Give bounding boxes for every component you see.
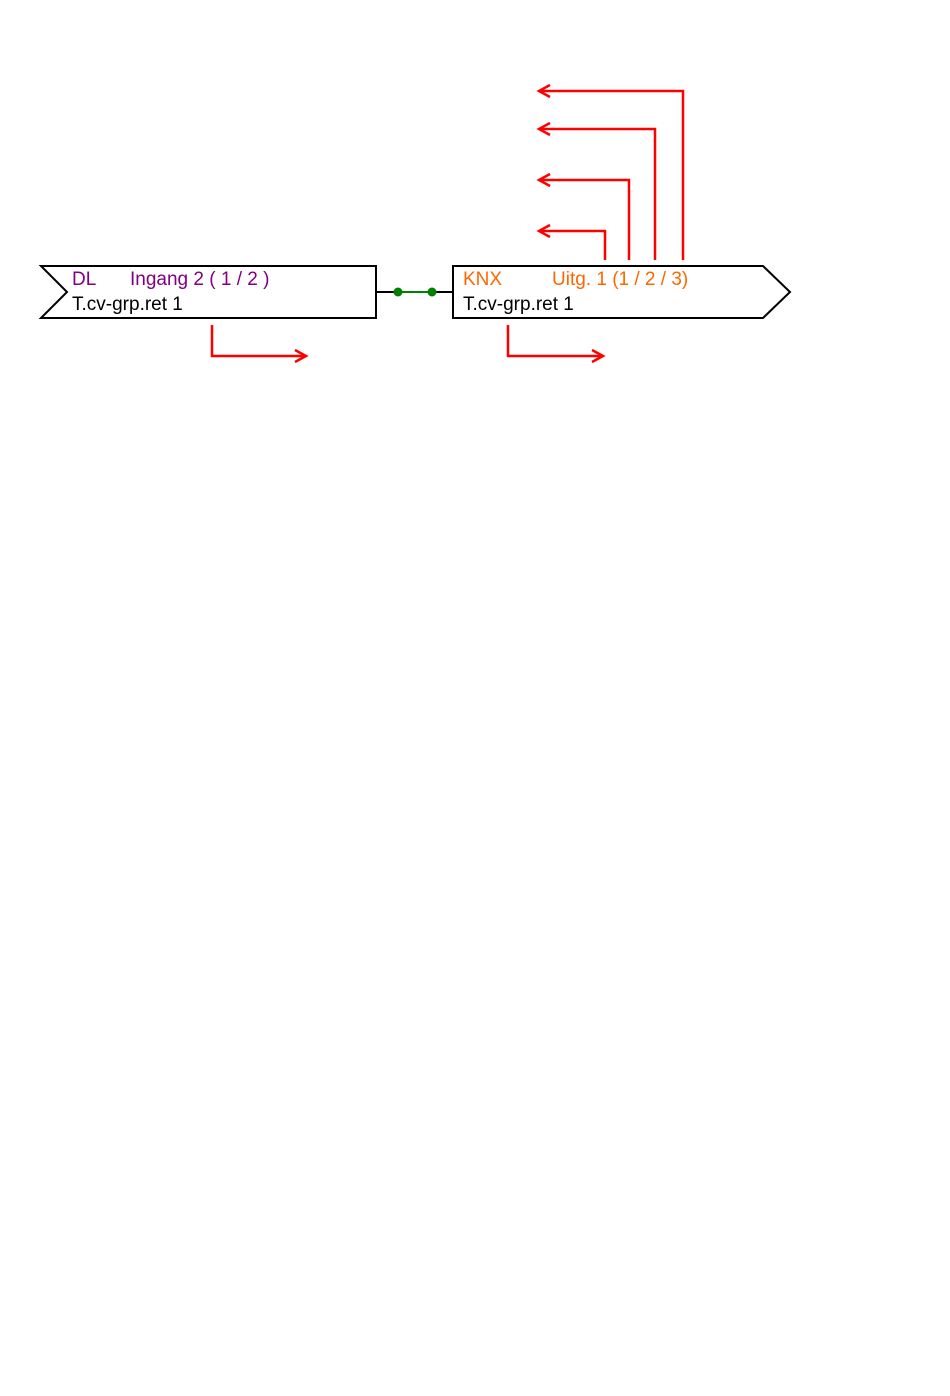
output-reference-arrow-2[interactable] bbox=[536, 172, 631, 260]
output-block-shape bbox=[452, 265, 792, 319]
output-block-reference-arrow[interactable] bbox=[506, 325, 606, 364]
arrow-line bbox=[539, 178, 631, 260]
arrowhead-icon bbox=[536, 172, 551, 188]
input-block-reference-arrow[interactable] bbox=[210, 325, 309, 364]
output-reference-arrow-1[interactable] bbox=[536, 223, 607, 260]
output-block-name: T.cv-grp.ret 1 bbox=[463, 294, 574, 315]
arrow-line bbox=[210, 325, 306, 358]
arrow-line bbox=[539, 127, 657, 260]
output-block[interactable]: KNX Uitg. 1 (1 / 2 / 3) T.cv-grp.ret 1 bbox=[452, 265, 792, 319]
arrowhead-icon bbox=[536, 223, 551, 239]
arrowhead-icon bbox=[591, 348, 606, 364]
output-reference-arrow-3[interactable] bbox=[536, 121, 657, 260]
arrowhead-icon bbox=[536, 121, 551, 137]
input-block[interactable]: DL Ingang 2 ( 1 / 2 ) T.cv-grp.ret 1 bbox=[38, 265, 377, 319]
link-node-end[interactable] bbox=[427, 287, 437, 297]
link-node-start[interactable] bbox=[393, 287, 403, 297]
arrowhead-icon bbox=[294, 348, 309, 364]
input-block-name: T.cv-grp.ret 1 bbox=[72, 294, 183, 315]
input-block-type: DL bbox=[72, 269, 96, 290]
output-reference-arrow-4[interactable] bbox=[536, 83, 685, 260]
input-block-label: Ingang 2 ( 1 / 2 ) bbox=[130, 269, 269, 290]
arrow-line bbox=[539, 229, 607, 260]
output-block-type: KNX bbox=[463, 269, 502, 290]
arrow-line bbox=[539, 89, 685, 260]
arrowhead-icon bbox=[536, 83, 551, 99]
connection-link[interactable] bbox=[376, 287, 453, 297]
output-block-label: Uitg. 1 (1 / 2 / 3) bbox=[552, 269, 688, 290]
arrow-line bbox=[506, 325, 603, 358]
input-block-shape bbox=[38, 265, 377, 319]
